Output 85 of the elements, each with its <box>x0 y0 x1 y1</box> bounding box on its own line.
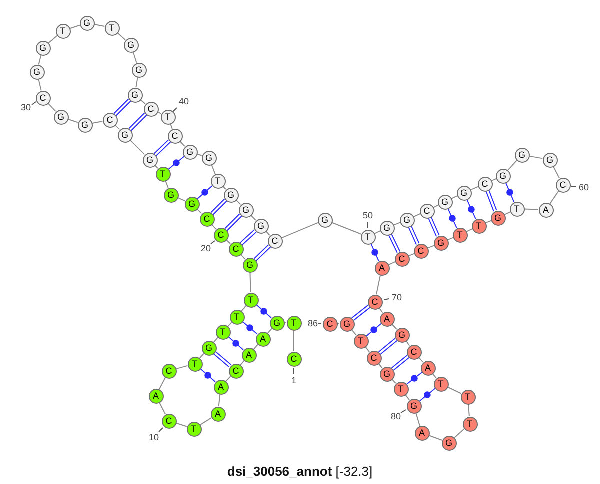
backbone-line <box>117 32 126 40</box>
position-number: 50 <box>363 212 373 220</box>
backbone-line <box>550 190 560 204</box>
base-pair-line <box>448 208 458 229</box>
backbone-line <box>218 394 221 408</box>
backbone-line <box>176 422 188 428</box>
backbone-line <box>413 214 421 218</box>
base-pair-line <box>215 351 232 366</box>
backbone-line <box>130 140 146 156</box>
backbone-line <box>250 272 252 293</box>
backbone-line <box>38 78 42 92</box>
backbone-line <box>470 186 479 191</box>
backbone-line <box>38 54 42 66</box>
backbone-line <box>70 24 80 30</box>
base-pair-line <box>353 307 371 322</box>
backbone-line <box>447 237 454 241</box>
position-number: 86 <box>308 320 318 328</box>
backbone-line <box>136 76 138 88</box>
backbone-line <box>92 120 104 124</box>
position-number: 1 <box>292 376 296 386</box>
base-pair-line <box>351 304 369 319</box>
base-pair-line <box>488 190 498 211</box>
base-pair-line <box>240 229 255 244</box>
base-pair-line <box>486 191 494 212</box>
backbone-line <box>132 52 138 64</box>
base-pair-line <box>370 243 380 262</box>
base-pair-line <box>410 226 420 244</box>
position-number: 70 <box>392 294 402 302</box>
backbone-line <box>253 344 259 350</box>
backbone-line <box>226 376 232 382</box>
backbone-line <box>454 428 465 438</box>
backbone-line <box>48 102 56 112</box>
backbone-line <box>416 412 420 426</box>
backbone-line <box>428 435 442 441</box>
backbone-line <box>408 253 415 257</box>
backbone-line <box>376 274 381 296</box>
backbone-line <box>211 164 216 175</box>
backbone-line <box>213 337 219 343</box>
backbone-line <box>281 222 319 239</box>
base-pair-line <box>242 232 257 246</box>
base-pair-line <box>419 388 436 402</box>
backbone-line <box>508 160 518 171</box>
backbone-line <box>176 365 188 370</box>
backbone-line <box>94 24 106 28</box>
base-pair-line <box>388 234 398 254</box>
base-pair-line <box>505 182 515 203</box>
base-pair-line <box>430 216 440 236</box>
position-number: 30 <box>21 104 31 112</box>
backbone-line <box>48 35 58 44</box>
backbone-line <box>447 386 462 394</box>
backbone-line <box>528 156 544 160</box>
backbone-line <box>158 402 166 415</box>
base-pair-line <box>406 372 423 385</box>
base-pair-line <box>428 218 438 238</box>
backbone-line <box>552 166 560 179</box>
backbone-line <box>267 328 273 334</box>
position-number: 60 <box>579 184 589 192</box>
backbone-line <box>468 404 470 418</box>
position-number: 80 <box>391 412 401 422</box>
base-pair-line <box>197 185 213 200</box>
backbone-line <box>524 208 539 210</box>
position-number: 10 <box>149 434 159 442</box>
backbone-line <box>199 353 205 359</box>
base-pair-line <box>391 234 401 252</box>
base-pair-line <box>168 156 185 170</box>
base-pair-line <box>366 323 382 337</box>
diagram-title: dsi_30056_annot [-32.3] <box>227 465 373 478</box>
base-pair-line <box>200 368 216 383</box>
position-number: 20 <box>201 244 211 254</box>
backbone-line <box>165 180 169 188</box>
backbone-line <box>158 377 166 390</box>
backbone-line <box>485 220 492 224</box>
base-pair-line <box>242 321 258 335</box>
base-pair-line <box>466 199 476 220</box>
backbone-line <box>388 262 396 266</box>
position-number: 40 <box>179 98 189 106</box>
base-pair-line <box>213 354 230 368</box>
base-pair-line <box>408 226 418 246</box>
base-pair-line <box>228 336 244 351</box>
backbone-line <box>196 154 202 156</box>
base-pair-line <box>256 304 272 319</box>
backbone-line <box>241 305 247 312</box>
backbone-line <box>331 222 362 235</box>
backbone-line <box>200 417 212 426</box>
backbone-line <box>68 118 78 124</box>
